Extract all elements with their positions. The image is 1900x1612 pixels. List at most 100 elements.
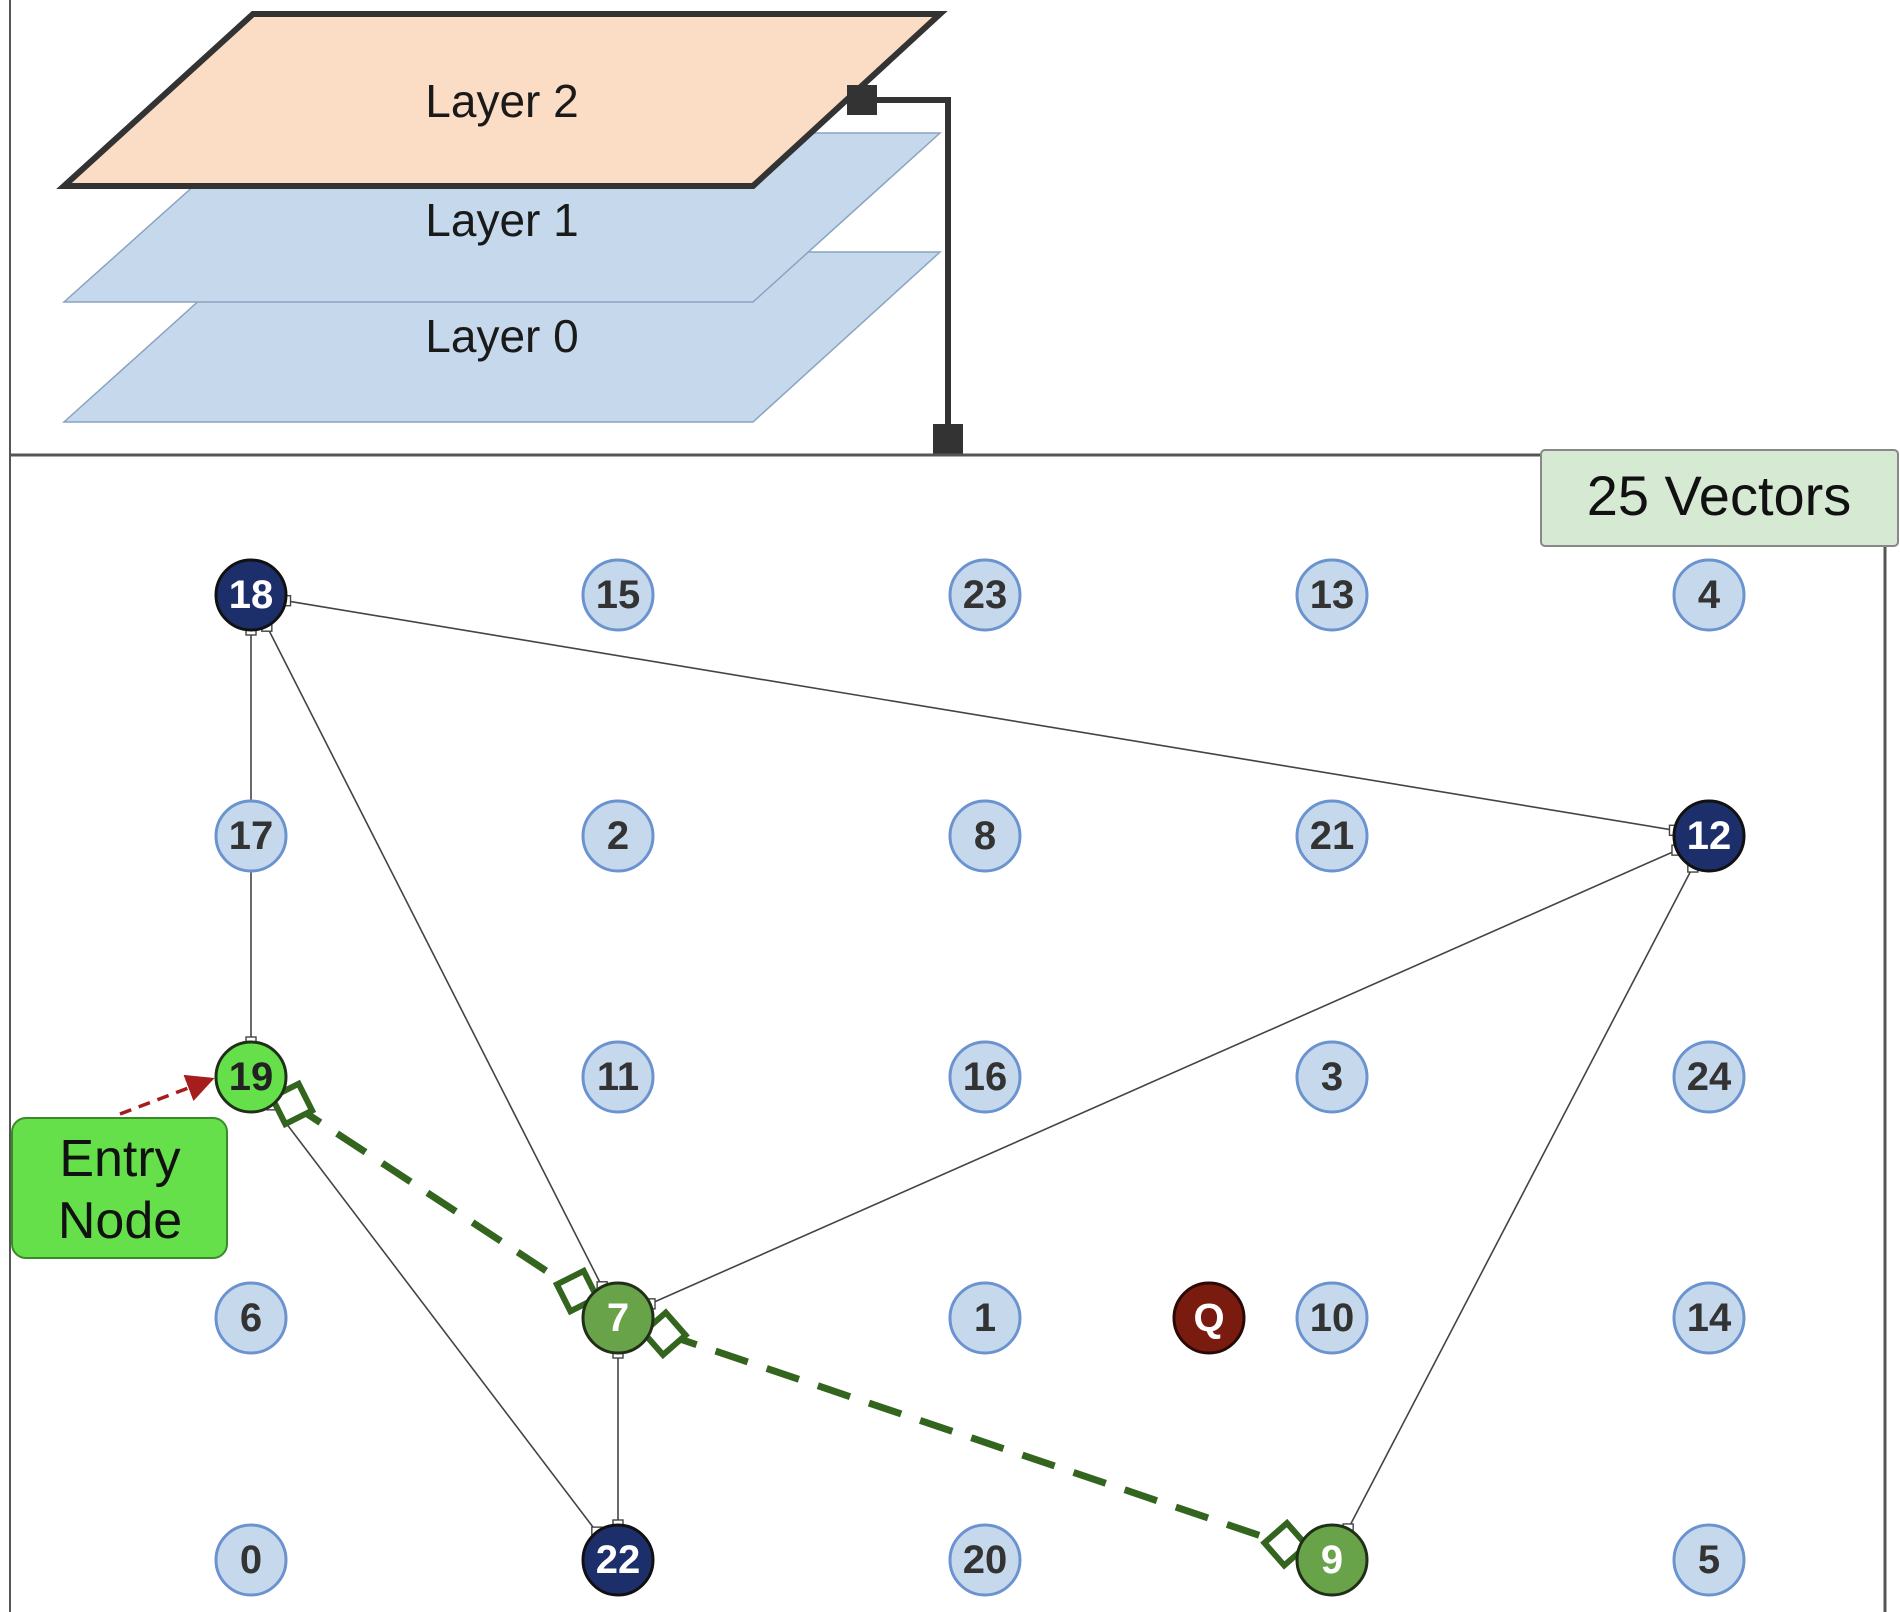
node-10: 10 bbox=[1295, 1281, 1369, 1355]
node-12-circle bbox=[1672, 799, 1746, 873]
node-16: 16 bbox=[948, 1040, 1022, 1114]
node-23-label: 23 bbox=[963, 573, 1008, 617]
node-6-circle bbox=[214, 1281, 288, 1355]
graph-edge-7-12 bbox=[649, 849, 1678, 1305]
graph-edges bbox=[245, 595, 1699, 1538]
node-1: 1 bbox=[948, 1281, 1022, 1355]
node-1-label: 1 bbox=[974, 1296, 996, 1340]
node-18: 18 bbox=[214, 558, 288, 632]
node-24-circle bbox=[1672, 1040, 1746, 1114]
node-23-circle bbox=[948, 558, 1022, 632]
node-14: 14 bbox=[1672, 1281, 1746, 1355]
vectors-badge: 25 Vectors bbox=[1540, 449, 1899, 547]
layer-2-plane bbox=[56, 11, 948, 189]
node-22: 22 bbox=[581, 1523, 655, 1597]
node-15: 15 bbox=[581, 558, 655, 632]
node-5-circle bbox=[1672, 1523, 1746, 1597]
search-path bbox=[267, 1079, 1311, 1570]
graph-panel bbox=[10, 453, 1887, 1612]
node-7: 7 bbox=[581, 1281, 655, 1355]
graph-edge-18-7 bbox=[266, 625, 603, 1288]
node-8: 8 bbox=[948, 799, 1022, 873]
node-4: 4 bbox=[1672, 558, 1746, 632]
node-14-label: 14 bbox=[1687, 1296, 1732, 1340]
node-23: 23 bbox=[948, 558, 1022, 632]
node-13: 13 bbox=[1295, 558, 1369, 632]
layer-2-label: Layer 2 bbox=[425, 75, 578, 127]
node-2: 2 bbox=[581, 799, 655, 873]
node-17-label: 17 bbox=[229, 814, 274, 858]
node-17-circle bbox=[214, 799, 288, 873]
node-15-circle bbox=[581, 558, 655, 632]
node-17: 17 bbox=[214, 799, 288, 873]
node-3-label: 3 bbox=[1321, 1055, 1343, 1099]
node-13-label: 13 bbox=[1310, 573, 1355, 617]
node-12-label: 12 bbox=[1687, 814, 1732, 858]
node-19-label: 19 bbox=[229, 1055, 274, 1099]
node-4-label: 4 bbox=[1698, 573, 1721, 617]
node-3-circle bbox=[1295, 1040, 1369, 1114]
node-21-circle bbox=[1295, 799, 1369, 873]
node-18-circle bbox=[214, 558, 288, 632]
node-0-label: 0 bbox=[240, 1538, 262, 1582]
node-10-circle bbox=[1295, 1281, 1369, 1355]
layer-0-label: Layer 0 bbox=[425, 310, 578, 362]
node-1-circle bbox=[948, 1281, 1022, 1355]
node-7-label: 7 bbox=[607, 1296, 629, 1340]
node-12: 12 bbox=[1672, 799, 1746, 873]
node-0-circle bbox=[214, 1523, 288, 1597]
entry-label-line-1: Entry bbox=[59, 1130, 180, 1188]
node-5-label: 5 bbox=[1698, 1538, 1720, 1582]
graph-nodes: 18 15 23 13 4 17 2 8 21 12 19 11 16 3 24 6 7 1 10 14 0 22 20 9 5 bbox=[214, 558, 1746, 1597]
node-20-circle bbox=[948, 1523, 1022, 1597]
node-20: 20 bbox=[948, 1523, 1022, 1597]
layer-stack: Layer 0 Layer 1 Layer 2 bbox=[56, 11, 948, 423]
node-21: 21 bbox=[1295, 799, 1369, 873]
layer-1-label: Layer 1 bbox=[425, 194, 578, 246]
node-13-circle bbox=[1295, 558, 1369, 632]
node-10-label: 10 bbox=[1310, 1296, 1355, 1340]
node-24-label: 24 bbox=[1687, 1055, 1732, 1099]
node-8-circle bbox=[948, 799, 1022, 873]
graph-edge-9-12 bbox=[1347, 866, 1694, 1530]
node-19-circle bbox=[214, 1040, 288, 1114]
connector-top-square bbox=[847, 85, 877, 115]
graph-edge-18-12 bbox=[285, 599, 1675, 832]
node-4-circle bbox=[1672, 558, 1746, 632]
node-6: 6 bbox=[214, 1281, 288, 1355]
node-15-label: 15 bbox=[596, 573, 641, 617]
node-2-label: 2 bbox=[607, 814, 629, 858]
node-19: 19 bbox=[214, 1040, 288, 1114]
connector-bottom-square bbox=[933, 424, 963, 454]
node-2-circle bbox=[581, 799, 655, 873]
node-16-circle bbox=[948, 1040, 1022, 1114]
node-6-label: 6 bbox=[240, 1296, 262, 1340]
entry-arrow bbox=[119, 1074, 215, 1116]
search-path-edge-7-9 bbox=[663, 1330, 1287, 1548]
entry-node-callout: Entry Node bbox=[11, 1074, 228, 1259]
node-9-circle bbox=[1295, 1523, 1369, 1597]
node-8-label: 8 bbox=[974, 814, 996, 858]
node-9: 9 bbox=[1295, 1523, 1369, 1597]
search-path-edge-19-7 bbox=[290, 1100, 579, 1295]
node-22-circle bbox=[581, 1523, 655, 1597]
node-7-circle bbox=[581, 1281, 655, 1355]
node-22-label: 22 bbox=[596, 1538, 641, 1582]
node-11: 11 bbox=[581, 1040, 655, 1114]
node-18-label: 18 bbox=[229, 573, 274, 617]
entry-label-line-2: Node bbox=[58, 1192, 182, 1250]
node-16-label: 16 bbox=[963, 1055, 1008, 1099]
node-14-circle bbox=[1672, 1281, 1746, 1355]
node-9-label: 9 bbox=[1321, 1538, 1343, 1582]
node-0: 0 bbox=[214, 1523, 288, 1597]
graph-edge-19-22 bbox=[271, 1104, 598, 1533]
node-24: 24 bbox=[1672, 1040, 1746, 1114]
node-20-label: 20 bbox=[963, 1538, 1008, 1582]
query-node-label: Q bbox=[1193, 1296, 1224, 1340]
vectors-badge-label: 25 Vectors bbox=[1587, 464, 1852, 527]
node-11-circle bbox=[581, 1040, 655, 1114]
node-21-label: 21 bbox=[1310, 814, 1355, 858]
node-5: 5 bbox=[1672, 1523, 1746, 1597]
layer-connector bbox=[847, 85, 963, 454]
